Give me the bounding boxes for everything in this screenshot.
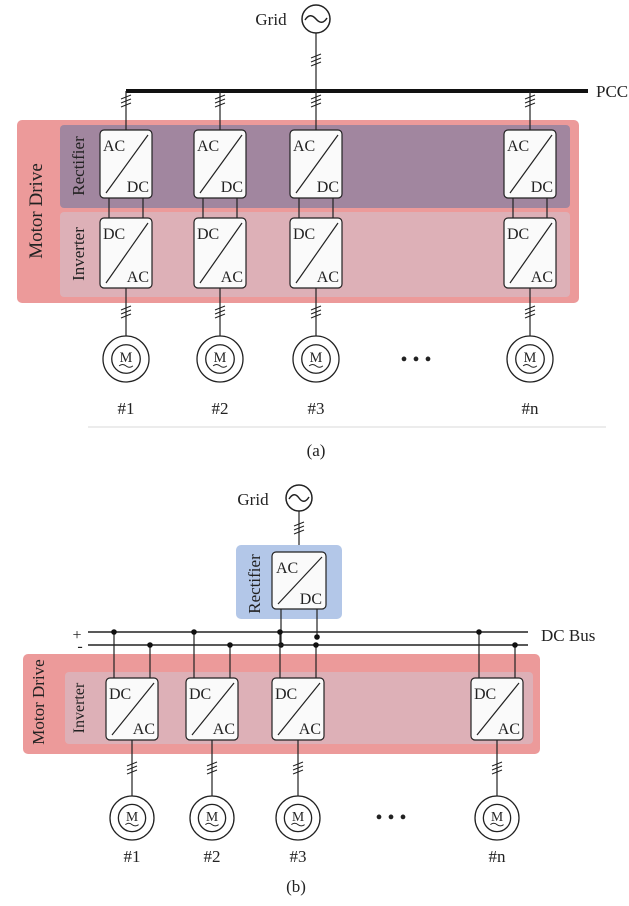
motor-label: #1 [124,847,141,866]
svg-text:AC: AC [507,138,529,155]
caption-b: (b) [286,877,306,896]
inverter-converter: DC AC [105,677,159,741]
caption-a: (a) [307,441,326,460]
svg-text:DC: DC [300,591,322,608]
rectifier-converter: AC DC [271,551,327,610]
motor-drive-label: Motor Drive [26,163,47,259]
drive-column: AC DC DC AC M #n [503,91,557,418]
svg-text:AC: AC [103,138,125,155]
motor-label: #1 [118,399,135,418]
panel-b: Grid Rectifier AC DC + - DC Bus Motor Dr… [23,484,595,896]
motor-drive-label: Motor Drive [29,659,48,744]
svg-text:M: M [214,350,227,366]
svg-text:M: M [126,809,138,824]
motor-label: #3 [308,399,325,418]
svg-text:DC: DC [275,686,297,703]
motor-icon: M [109,795,155,841]
ellipsis: • • • [400,349,431,371]
drive-column: DC AC M #1 [105,629,159,866]
svg-text:AC: AC [197,138,219,155]
svg-text:M: M [206,809,218,824]
inverter-converter: DC AC [185,677,239,741]
svg-text:DC: DC [221,179,243,196]
svg-text:DC: DC [474,686,496,703]
inverter-label: Inverter [71,682,88,733]
motor-icon: M [292,335,340,383]
svg-text:AC: AC [498,721,520,738]
svg-text:DC: DC [293,226,315,243]
drive-column: DC AC M #2 [185,629,239,866]
motor-label: #2 [204,847,221,866]
inverter-converter: DC AC [193,217,247,289]
rectifier-converter: AC DC [193,129,247,199]
motor-label: #2 [212,399,229,418]
inverter-converter: DC AC [503,217,557,289]
svg-text:AC: AC [299,721,321,738]
motor-icon: M [102,335,150,383]
grid-label: Grid [255,10,287,29]
svg-text:AC: AC [276,560,298,577]
svg-text:AC: AC [213,721,235,738]
drive-column: AC DC DC AC M #3 [289,91,343,418]
motor-label: #n [522,399,540,418]
drive-column: DC AC M #n [470,629,524,866]
svg-text:DC: DC [127,179,149,196]
plus-label: + [72,627,81,644]
pcc-label: PCC [596,82,628,101]
motor-label: #n [489,847,507,866]
drive-column: DC AC M #3 [271,629,325,866]
svg-text:M: M [524,350,537,366]
svg-text:DC: DC [507,226,529,243]
inverter-converter: DC AC [99,217,153,289]
motor-label: #3 [290,847,307,866]
inverter-converter: DC AC [289,217,343,289]
motor-icon: M [189,795,235,841]
svg-text:AC: AC [293,138,315,155]
svg-text:DC: DC [197,226,219,243]
dc-bus-label: DC Bus [541,626,595,645]
svg-text:AC: AC [127,269,149,286]
rectifier-converter: AC DC [99,129,153,199]
svg-text:DC: DC [189,686,211,703]
rectifier-label: Rectifier [245,554,264,614]
minus-label: - [77,638,82,655]
grid-source-icon [301,4,331,34]
svg-text:DC: DC [109,686,131,703]
svg-text:M: M [310,350,323,366]
motor-icon: M [474,795,520,841]
inverter-converter: DC AC [470,677,524,741]
motor-icon: M [275,795,321,841]
svg-text:M: M [120,350,133,366]
panel-a: Motor Drive Rectifier Inverter Grid PCC … [17,4,628,460]
svg-text:AC: AC [221,269,243,286]
svg-text:DC: DC [531,179,553,196]
svg-text:DC: DC [103,226,125,243]
motor-icon: M [196,335,244,383]
svg-text:M: M [491,809,503,824]
inverter-converter: DC AC [271,677,325,741]
drive-column: AC DC DC AC M #2 [193,91,247,418]
rectifier-converter: AC DC [289,129,343,199]
svg-text:AC: AC [133,721,155,738]
grid-label: Grid [237,490,269,509]
rectifier-converter: AC DC [503,129,557,199]
svg-text:M: M [292,809,304,824]
drive-column: AC DC DC AC M #1 [99,91,153,418]
rectifier-label: Rectifier [69,136,88,196]
svg-text:AC: AC [531,269,553,286]
svg-text:DC: DC [317,179,339,196]
grid-source-icon [285,484,313,512]
inverter-label: Inverter [69,227,88,281]
ellipsis: • • • [375,807,406,829]
svg-text:AC: AC [317,269,339,286]
motor-icon: M [506,335,554,383]
